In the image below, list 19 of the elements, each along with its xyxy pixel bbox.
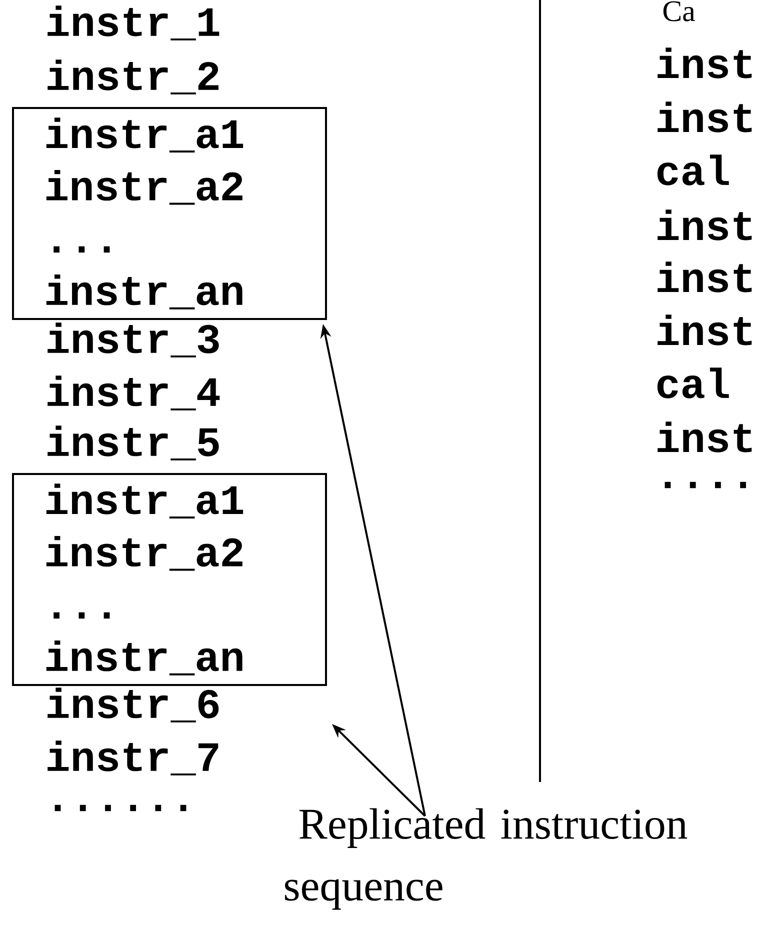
code-line: inst [658, 422, 752, 452]
code-line: instr_5 [48, 426, 219, 460]
code-line: ...... [54, 804, 186, 812]
code-line: inst [658, 314, 752, 346]
code-box: instr_a1 instr_a2 ... instr_an [12, 473, 327, 686]
code-line: instr_3 [48, 322, 219, 358]
code-line: instr_1 [48, 6, 220, 40]
code-line: cal [657, 154, 729, 186]
code-line: inst [658, 210, 752, 240]
code-line: inst [658, 48, 752, 78]
code-line: .... [664, 482, 746, 488]
code-line: inst [658, 262, 752, 292]
code-line: instr_7 [48, 740, 218, 776]
code-line: cal [657, 368, 729, 398]
code-line: inst [658, 102, 752, 132]
code-line: instr_4 [48, 376, 220, 410]
heading-text: Ca [663, 1, 695, 22]
code-box: instr_a1 instr_a2 ... instr_an [12, 107, 327, 320]
caption-text: Replicated instruction sequence [285, 808, 688, 910]
